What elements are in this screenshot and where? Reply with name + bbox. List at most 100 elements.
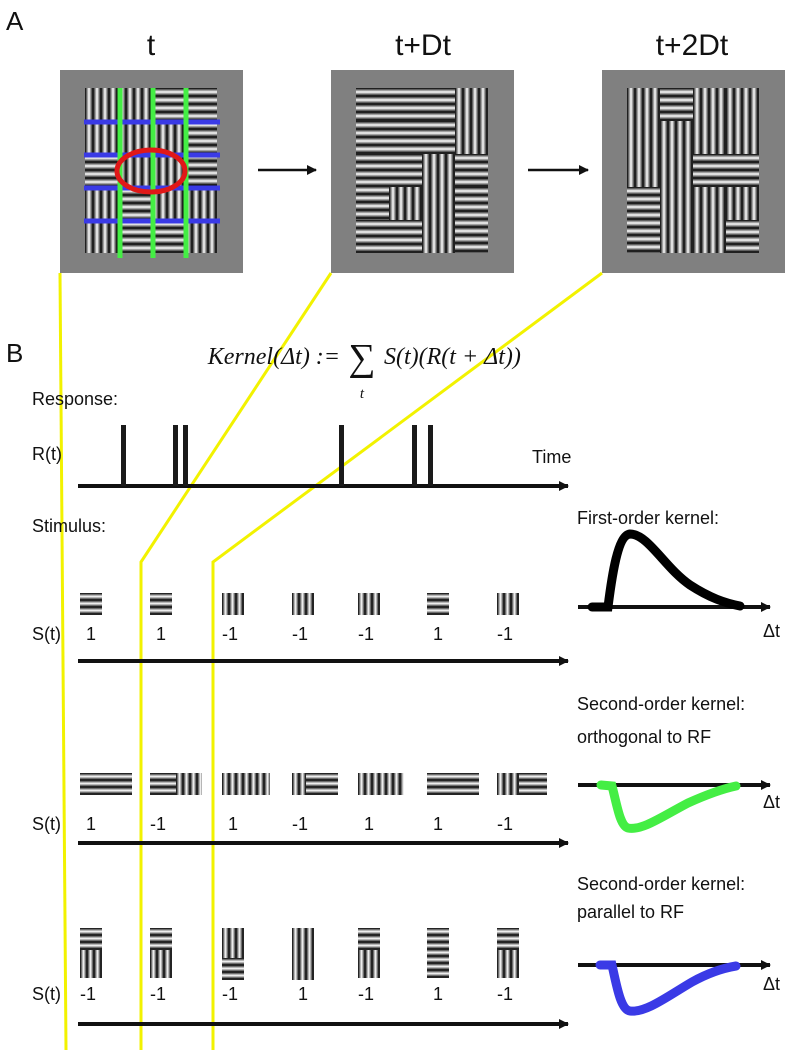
stimulus-value: 1 [364, 814, 374, 834]
response-label: Response: [32, 389, 118, 409]
kernel-title-line-1: Second-order kernel: [577, 874, 745, 894]
response-spikes [121, 425, 433, 486]
stimulus-patch [497, 773, 547, 795]
kernel-axis-label: Δt [763, 621, 780, 641]
grating-tile [150, 950, 172, 978]
panel-a-label: A [6, 6, 24, 36]
grating-tile [118, 88, 151, 121]
stimulus-patch [222, 773, 270, 795]
stimulus-patches [80, 928, 519, 980]
formula-sum-symbol: ∑ [348, 337, 375, 379]
grating-tile [85, 154, 118, 187]
stimulus-value: -1 [222, 624, 238, 644]
stimulus-patch [150, 928, 172, 978]
kernel-title-line-2: orthogonal to RF [577, 727, 711, 747]
stimulus-value: 1 [433, 624, 443, 644]
stimulus-patch [358, 593, 380, 615]
grating-tile [693, 88, 726, 154]
kernel-curve [595, 960, 741, 1016]
stimulus-patches [80, 773, 547, 795]
grating-tile [726, 187, 759, 220]
grating-tile [497, 928, 519, 950]
grating-tile [726, 88, 759, 154]
grating-tile [184, 187, 217, 220]
stimulus-patch [358, 773, 404, 795]
grating-tile [660, 121, 693, 187]
stimulus-patch [222, 928, 244, 980]
stimulus-patch [150, 593, 172, 615]
kernel-curve [596, 780, 741, 833]
stimulus-patch [292, 773, 338, 795]
grating-tile [306, 773, 338, 795]
stimulus-patch [292, 928, 314, 980]
grating-tile [389, 187, 422, 220]
stimulus-patch [497, 928, 519, 978]
stimulus-value: -1 [80, 984, 96, 1004]
response-spike [412, 425, 417, 486]
panel-b-label: B [6, 338, 23, 368]
stimulus-patch [292, 593, 314, 615]
stimulus-value: -1 [292, 624, 308, 644]
stimulus-frame-t-plus-2dt [602, 70, 785, 273]
stimulus-patch [80, 593, 102, 615]
grating-tile [497, 773, 519, 795]
response-spike [428, 425, 433, 486]
orthogonal-kernel: Second-order kernel: orthogonal to RF Δt [577, 694, 780, 833]
grating-tile [358, 950, 380, 978]
stimulus-patch [150, 773, 202, 795]
grating-tile [422, 220, 455, 253]
stimulus-patch [427, 773, 479, 795]
grating-tile [150, 773, 176, 795]
stimulus-value: -1 [497, 984, 513, 1004]
stimulus-patch [80, 928, 102, 978]
grating-tile [292, 928, 314, 980]
grating-tile [356, 220, 422, 253]
kernel-title: First-order kernel: [577, 508, 719, 528]
stimulus-patch [358, 928, 380, 978]
stimulus-value: -1 [358, 624, 374, 644]
grating-tile [627, 187, 660, 253]
response-spike [339, 425, 344, 486]
grating-tile [222, 958, 244, 980]
grating-tile [358, 928, 380, 950]
grating-tile [660, 88, 693, 121]
grating-tile [427, 773, 479, 795]
grating-tile [660, 187, 693, 253]
kernel-title-line-1: Second-order kernel: [577, 694, 745, 714]
stimulus-frame-t [60, 70, 243, 273]
kernel-formula: Kernel(Δt) := ∑ t S(t)(R(t + Δt)) [207, 337, 521, 402]
formula-sum-index: t [360, 386, 365, 402]
grating-tile [389, 154, 422, 187]
grating-tile [389, 121, 455, 154]
frame-title-t: t [147, 29, 156, 62]
grating-tile [455, 187, 488, 253]
stimulus-patch [427, 928, 449, 978]
connector-frame-t [58, 272, 68, 1050]
kernel-title-line-2: parallel to RF [577, 902, 684, 922]
response-axis-label: R(t) [32, 444, 62, 464]
grating-tile [292, 773, 306, 795]
grating-tile [427, 593, 449, 615]
grating-tile [222, 928, 244, 958]
stimulus-value: 1 [298, 984, 308, 1004]
receptive-field-ellipse [114, 147, 188, 195]
kernel-axis-label: Δt [763, 792, 780, 812]
stimulus-patch [427, 593, 449, 615]
stimulus-value: 1 [156, 624, 166, 644]
frame-grating-tiles [627, 88, 759, 253]
grating-tile [222, 773, 270, 795]
formula-rhs: S(t)(R(t + Δt)) [384, 344, 521, 370]
stimulus-value: -1 [292, 814, 308, 834]
kernel-curve [587, 529, 745, 612]
frame-title-t-plus-2dt: t+2Dt [656, 29, 729, 62]
stimulus-patch [80, 773, 132, 795]
frame-title-t-plus-dt: t+Dt [395, 29, 452, 62]
stimulus-patch [497, 593, 519, 615]
grating-tile [356, 154, 389, 220]
